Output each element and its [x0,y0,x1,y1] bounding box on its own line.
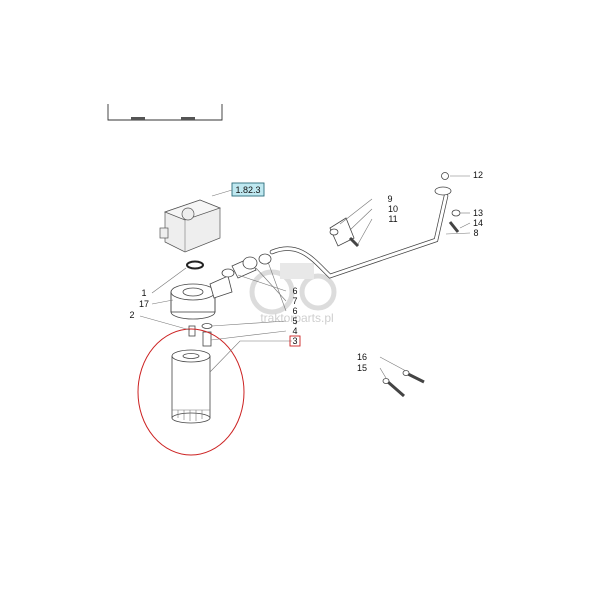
filter-head [170,275,233,320]
callout-17[interactable]: 17 [139,299,149,309]
callout-3-frame [289,335,301,347]
callout-15[interactable]: 15 [357,363,367,373]
fittings [188,323,213,347]
bolts [382,370,425,398]
oil-filter[interactable] [137,328,245,456]
callout-3[interactable]: 3 [292,336,297,346]
callout-5[interactable]: 5 [292,316,297,326]
leader-lines [139,175,471,379]
pipe-end-fittings [441,172,461,233]
pump-housing [159,199,222,253]
oil-pipe [269,186,452,279]
callout-1[interactable]: 1 [141,288,146,298]
callout-labels: 1 17 2 6 7 6 5 4 3 9 10 11 12 13 14 8 16… [129,170,483,373]
callout-7[interactable]: 7 [292,296,297,306]
callout-13[interactable]: 13 [473,208,483,218]
callout-11[interactable]: 11 [388,214,397,224]
callout-6a[interactable]: 6 [292,286,297,296]
callout-14[interactable]: 14 [473,218,483,228]
callout-6b[interactable]: 6 [292,306,297,316]
callout-10[interactable]: 10 [388,204,398,214]
banjo-fittings [221,253,272,279]
o-ring [186,260,204,270]
reference-box-label: 1.82.3 [235,185,260,195]
page-fragment [107,104,223,121]
callout-12[interactable]: 12 [473,170,483,180]
reference-box[interactable]: 1.82.3 [231,182,265,197]
callout-2[interactable]: 2 [129,310,134,320]
callout-4[interactable]: 4 [292,326,297,336]
callout-16[interactable]: 16 [357,352,367,362]
callout-8[interactable]: 8 [473,228,478,238]
callout-9[interactable]: 9 [387,194,392,204]
pipe-clamp [329,217,360,248]
